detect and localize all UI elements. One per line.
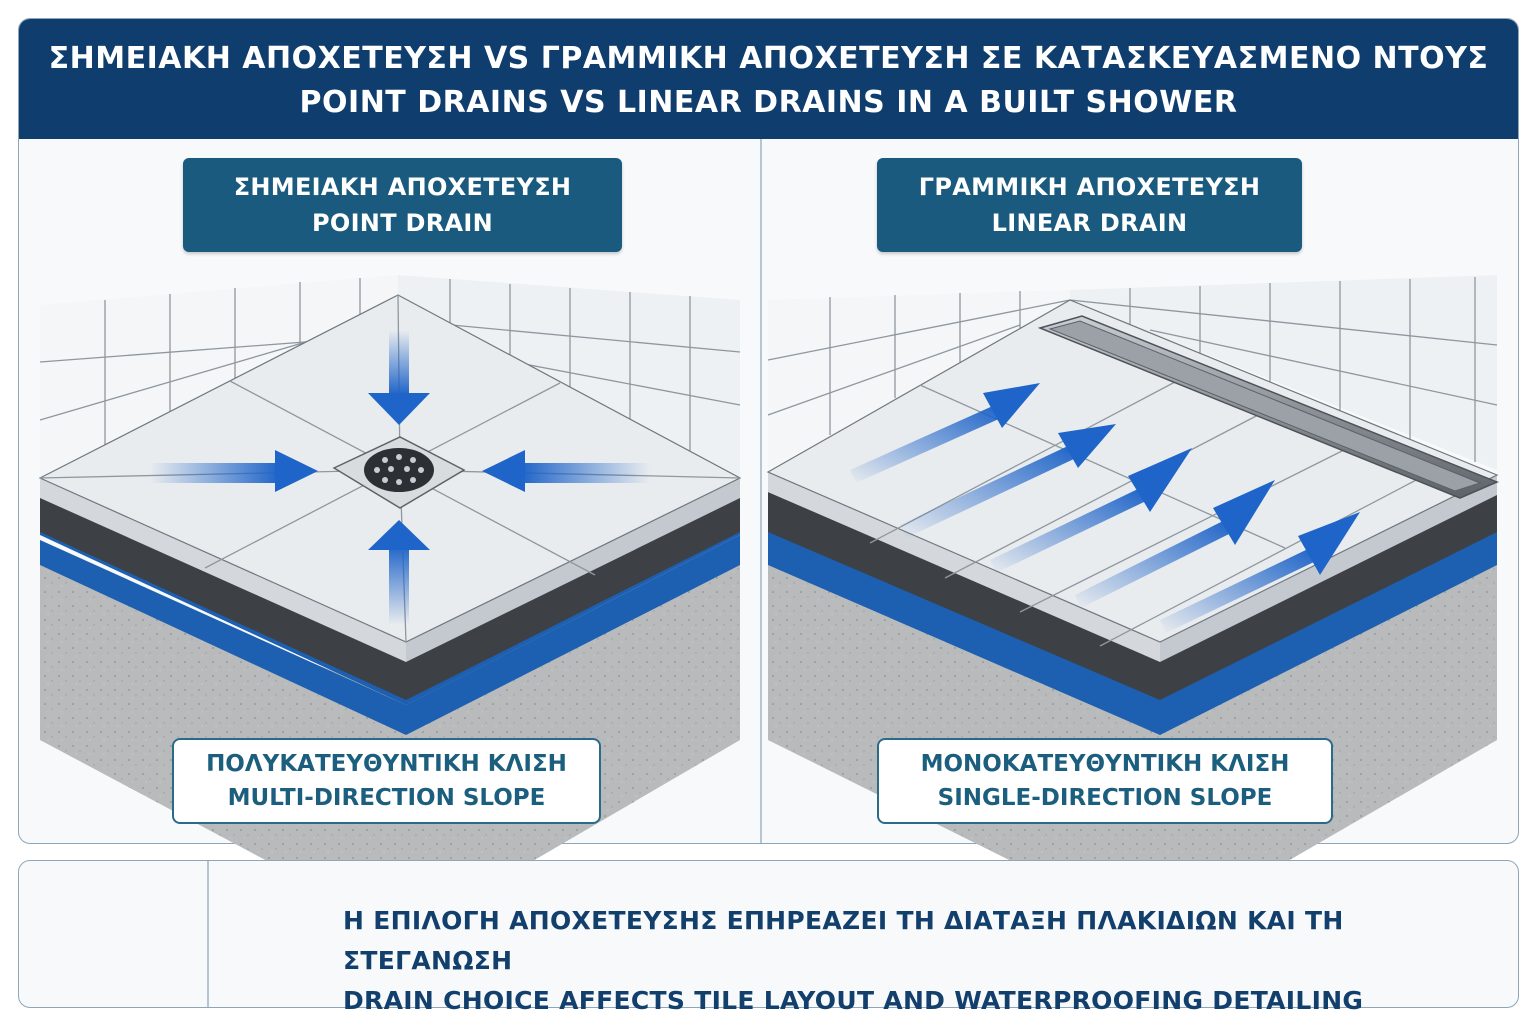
arrow-up	[389, 545, 409, 625]
notice-greek: Η ΕΠΙΛΟΓΗ ΑΠΟΧΕΤΕΥΣΗΣ ΕΠΗΡΕΑΖΕΙ ΤΗ ΔΙΑΤΑ…	[343, 906, 1344, 975]
tile-edge-left	[40, 478, 406, 662]
arrow-right	[150, 463, 280, 483]
multi-direction-slope-label: ΠΟΛΥΚΑΤΕΥΘΥΝΤΙΚΗ ΚΛΙΣΗ MULTI-DIRECTION S…	[172, 738, 601, 824]
arrow-1-head	[983, 383, 1040, 428]
lin-concrete-right	[1160, 535, 1497, 935]
single-slope-greek: ΜΟΝΟΚΑΤΕΥΘΥΝΤΙΚΗ ΚΛΙΣΗ	[920, 751, 1290, 777]
linear-slope-arrows	[850, 383, 1360, 633]
lin-back-wall-right	[1070, 275, 1497, 470]
linear-drain-label-greek: ΓΡΑΜΜΙΚΗ ΑΠΟΧΕΤΕΥΣΗ	[918, 173, 1261, 201]
multi-slope-greek: ΠΟΛΥΚΑΤΕΥΘΥΝΤΙΚΗ ΚΛΙΣΗ	[206, 751, 567, 777]
lin-wall-tile-grid	[767, 277, 1498, 462]
linear-drain-label: ΓΡΑΜΜΙΚΗ ΑΠΟΧΕΤΕΥΣΗ LINEAR DRAIN	[877, 158, 1302, 252]
arrow-down-head	[368, 393, 430, 425]
arrow-4-head	[1213, 480, 1275, 545]
membrane-lower-right	[406, 535, 740, 735]
single-slope-english: SINGLE-DIRECTION SLOPE	[937, 785, 1273, 811]
arrow-5	[1160, 548, 1316, 633]
lin-tile-edge-left	[768, 472, 1160, 662]
arrow-down	[389, 330, 409, 395]
point-drain-label-english: POINT DRAIN	[311, 209, 494, 237]
arrow-right-head	[275, 450, 318, 492]
back-wall-left	[40, 275, 398, 478]
arrow-up-head	[368, 520, 430, 550]
lin-mortar-right	[1160, 492, 1497, 700]
mortar-bed-right	[406, 492, 740, 700]
point-drain-scene	[38, 275, 742, 935]
panel-divider	[760, 139, 762, 843]
notice-panel: Η ΕΠΙΛΟΓΗ ΑΠΟΧΕΤΕΥΣΗΣ ΕΠΗΡΕΑΖΕΙ ΤΗ ΔΙΑΤΑ…	[18, 860, 1519, 1015]
arrow-4	[1075, 520, 1231, 608]
lin-back-wall-left	[768, 290, 1070, 470]
title-greek: ΣΗΜΕΙΑΚΗ ΑΠΟΧΕΤΕΥΣΗ VS ΓΡΑΜΜΙΚΗ ΑΠΟΧΕΤΕΥ…	[48, 41, 1489, 76]
drain-holes	[374, 454, 424, 485]
arrow-left	[520, 463, 650, 483]
arrow-2	[900, 445, 1076, 538]
arrow-3	[990, 488, 1146, 573]
drain-opening	[364, 448, 434, 492]
arrow-1	[850, 405, 1001, 483]
membrane-lower-left	[40, 540, 406, 735]
arrow-left-head	[482, 450, 525, 492]
notice-english: DRAIN CHOICE AFFECTS TILE LAYOUT AND WAT…	[343, 986, 1364, 1015]
arrow-5-head	[1298, 512, 1360, 575]
multi-slope-english: MULTI-DIRECTION SLOPE	[227, 785, 546, 811]
mortar-bed-left	[40, 492, 406, 700]
concrete-slab-right	[406, 540, 740, 935]
point-drain-label-greek: ΣΗΜΕΙΑΚΗ ΑΠΟΧΕΤΕΥΣΗ	[233, 173, 572, 201]
lin-mortar-left	[768, 492, 1160, 700]
linear-drain-scene	[766, 275, 1499, 935]
lin-tile-edge-right	[1160, 475, 1497, 662]
linear-drain-grate	[1048, 320, 1482, 492]
point-drain-label: ΣΗΜΕΙΑΚΗ ΑΠΟΧΕΤΕΥΣΗ POINT DRAIN	[183, 158, 622, 252]
lin-concrete-left	[768, 540, 1160, 935]
single-direction-slope-label: ΜΟΝΟΚΑΤΕΥΘΥΝΤΙΚΗ ΚΛΙΣΗ SINGLE-DIRECTION …	[877, 738, 1333, 824]
notice-separator	[207, 861, 209, 1007]
linear-drain-label-english: LINEAR DRAIN	[991, 209, 1188, 237]
arrow-3-head	[1128, 448, 1192, 512]
back-wall-right	[398, 275, 740, 478]
header-banner: ΣΗΜΕΙΑΚΗ ΑΠΟΧΕΤΕΥΣΗ VS ΓΡΑΜΜΙΚΗ ΑΠΟΧΕΤΕΥ…	[19, 19, 1518, 139]
arrow-2-head	[1058, 424, 1116, 468]
title-english: POINT DRAINS VS LINEAR DRAINS IN A BUILT…	[299, 85, 1238, 120]
notice-text: Η ΕΠΙΛΟΓΗ ΑΠΟΧΕΤΕΥΣΗΣ ΕΠΗΡΕΑΖΕΙ ΤΗ ΔΙΑΤΑ…	[343, 901, 1518, 1021]
point-slope-arrows	[150, 330, 650, 625]
tile-edge-right	[406, 478, 740, 662]
